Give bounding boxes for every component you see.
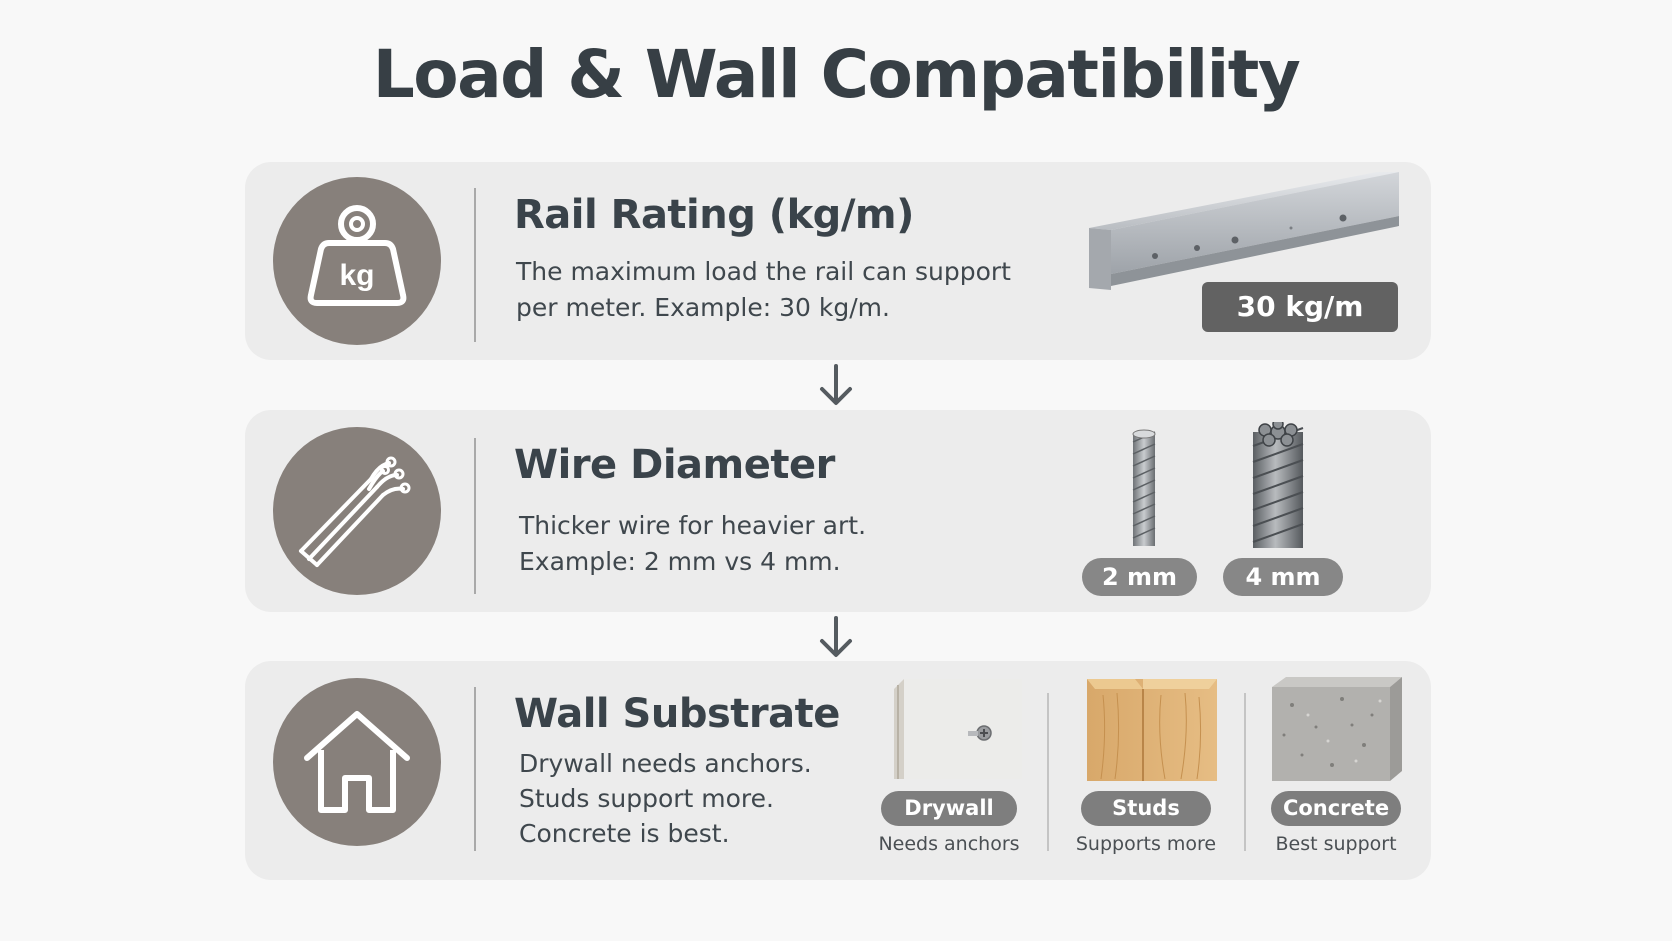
card-description: The maximum load the rail can support pe… (516, 254, 1011, 326)
desc-line: per meter. Example: 30 kg/m. (516, 293, 890, 322)
card-divider (474, 438, 476, 594)
wall-substrate-card: Wall Substrate Drywall needs anchors. St… (245, 661, 1431, 880)
house-icon (304, 711, 410, 813)
desc-line: Drywall needs anchors. (519, 749, 812, 778)
substrate-divider (1244, 693, 1246, 851)
drywall-image (894, 679, 1022, 779)
concrete-block-image (1272, 677, 1402, 781)
icon-circle (273, 678, 441, 846)
substrate-caption: Needs anchors (878, 833, 1020, 855)
card-description: Thicker wire for heavier art. Example: 2… (519, 508, 866, 580)
desc-line: Studs support more. (519, 784, 774, 813)
icon-circle (273, 427, 441, 595)
card-divider (474, 687, 476, 851)
icon-circle: kg (273, 177, 441, 345)
substrate-caption: Best support (1275, 833, 1397, 855)
arrow-down-icon (820, 364, 852, 405)
wire-option-2mm: 2 mm (1082, 558, 1197, 596)
kg-label: kg (339, 259, 374, 292)
card-divider (474, 188, 476, 342)
wire-option-4mm: 4 mm (1223, 558, 1343, 596)
rail-rating-card: kg Rail Rating (kg/m) The maximum load t… (245, 162, 1431, 360)
desc-line: Thicker wire for heavier art. (519, 511, 867, 540)
thin-wire-image (1132, 429, 1156, 546)
wire-bundle-icon (299, 456, 411, 567)
kg-weight-icon: kg (307, 205, 407, 306)
substrate-label-studs: Studs (1081, 791, 1211, 826)
card-description: Drywall needs anchors. Studs support mor… (519, 746, 812, 851)
substrate-label-drywall: Drywall (881, 791, 1017, 826)
substrate-label-concrete: Concrete (1271, 791, 1401, 826)
substrate-caption: Supports more (1075, 833, 1217, 855)
thick-wire-image (1252, 422, 1304, 548)
card-title: Wire Diameter (514, 442, 835, 488)
wire-diameter-card: Wire Diameter Thicker wire for heavier a… (245, 410, 1431, 612)
desc-line: The maximum load the rail can support (516, 257, 1011, 286)
rail-rating-badge: 30 kg/m (1202, 282, 1398, 332)
desc-line: Concrete is best. (519, 819, 730, 848)
desc-line: Example: 2 mm vs 4 mm. (519, 547, 841, 576)
card-title: Wall Substrate (514, 691, 840, 737)
rail-image (1089, 172, 1399, 290)
substrate-divider (1047, 693, 1049, 851)
wood-stud-image (1087, 679, 1217, 781)
card-title: Rail Rating (kg/m) (514, 192, 914, 238)
arrow-down-icon (820, 616, 852, 657)
page-title: Load & Wall Compatibility (372, 36, 1301, 113)
